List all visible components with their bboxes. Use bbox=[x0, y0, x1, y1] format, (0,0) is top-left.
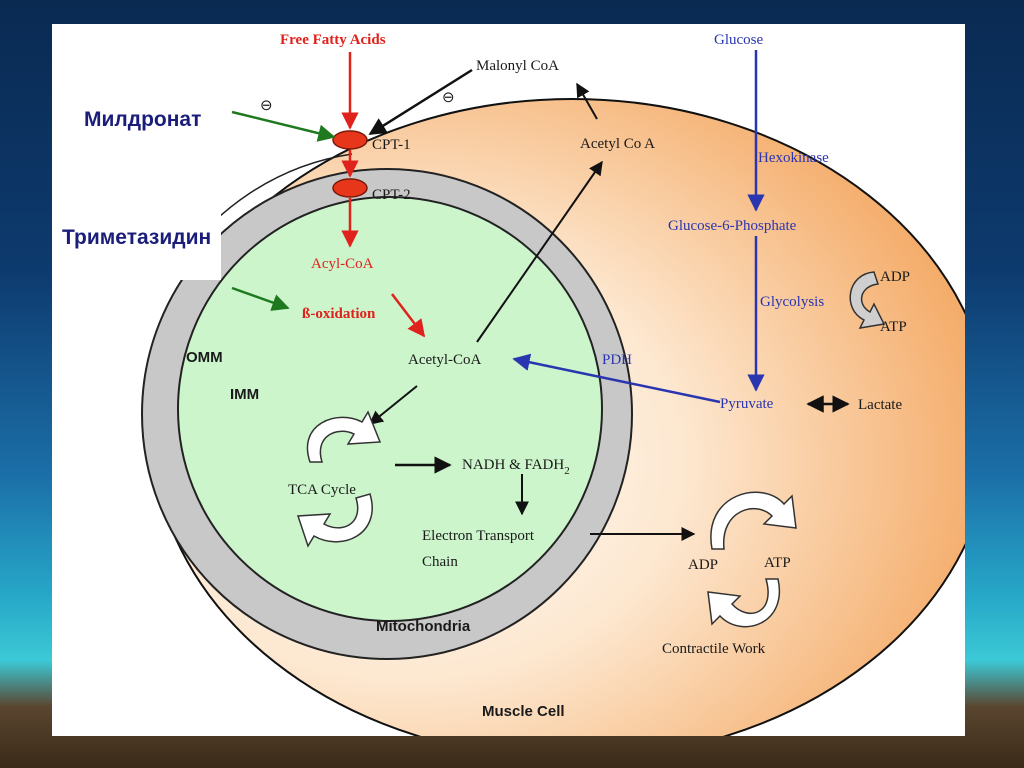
glycolysis-atp-arrow bbox=[849, 271, 886, 329]
label-tca-cycle: TCA Cycle bbox=[288, 482, 356, 498]
label-cpt2: CPT-2 bbox=[372, 187, 411, 203]
label-adp-glycolysis: ADP bbox=[880, 269, 910, 285]
label-etc-line2: Chain bbox=[422, 554, 458, 570]
label-contractile-work: Contractile Work bbox=[662, 641, 766, 657]
label-atp-glycolysis: ATP bbox=[880, 319, 907, 335]
arrow-acetylcoa-cyto-to-malonyl bbox=[576, 82, 598, 120]
arrow-malonyl-to-cpt1 bbox=[368, 68, 473, 136]
arrow-pyruvate-to-acetylcoa bbox=[512, 353, 721, 404]
label-lactate: Lactate bbox=[858, 397, 902, 413]
label-etc-line1: Electron Transport bbox=[422, 528, 535, 544]
cpt1-transporter bbox=[332, 130, 368, 150]
label-pyruvate: Pyruvate bbox=[720, 396, 774, 412]
arrow-beta-ox-to-acetylcoa bbox=[391, 293, 426, 338]
label-imm: IMM bbox=[230, 386, 259, 403]
label-cpt1: CPT-1 bbox=[372, 137, 411, 153]
arrow-acetylcoa-to-cyto bbox=[476, 160, 603, 343]
cpt2-transporter bbox=[332, 178, 368, 198]
label-acetyl-coa-mito: Acetyl-CoA bbox=[408, 352, 481, 368]
label-mitochondria: Mitochondria bbox=[376, 618, 471, 635]
label-adp-work: ADP bbox=[688, 557, 718, 573]
tca-cycle-arrows bbox=[296, 410, 382, 548]
label-glucose-6-phosphate: Glucose-6-Phosphate bbox=[668, 218, 797, 234]
label-hexokinase: Hexokinase bbox=[758, 150, 829, 166]
label-mildronate: Милдронат bbox=[78, 104, 208, 136]
label-atp-work: ATP bbox=[764, 555, 791, 571]
label-free-fatty-acids: Free Fatty Acids bbox=[280, 32, 386, 48]
label-malonyl-coa: Malonyl CoA bbox=[476, 58, 559, 74]
label-omm: OMM bbox=[186, 349, 223, 366]
metabolism-diagram: ⊖ ⊖ Free Fatty Acids Acyl-CoA ß-oxidatio… bbox=[141, 32, 965, 736]
inhibition-icon-mildronate: ⊖ bbox=[260, 98, 273, 114]
arrow-acetylcoa-to-tca bbox=[368, 385, 418, 425]
label-glycolysis: Glycolysis bbox=[760, 294, 824, 310]
inhibition-icon-malonyl: ⊖ bbox=[442, 90, 455, 106]
label-trimetazidine: Триметазидин bbox=[52, 212, 222, 280]
label-nadh-fadh: NADH & FADH2 bbox=[462, 457, 570, 477]
slide-panel: ⊖ ⊖ Free Fatty Acids Acyl-CoA ß-oxidatio… bbox=[52, 24, 965, 736]
contractile-cycle-arrows bbox=[707, 491, 797, 628]
label-acyl-coa: Acyl-CoA bbox=[311, 256, 374, 272]
label-pdh: PDH bbox=[602, 352, 632, 368]
label-acetyl-coa-cytosol: Acetyl Co A bbox=[580, 136, 655, 152]
arrow-trimetazidine-to-beta-ox bbox=[231, 286, 290, 311]
label-beta-oxidation: ß-oxidation bbox=[302, 306, 376, 322]
arrow-mildronate-to-cpt1 bbox=[231, 110, 336, 142]
label-muscle-cell: Muscle Cell bbox=[482, 703, 565, 720]
label-glucose: Glucose bbox=[714, 32, 763, 48]
